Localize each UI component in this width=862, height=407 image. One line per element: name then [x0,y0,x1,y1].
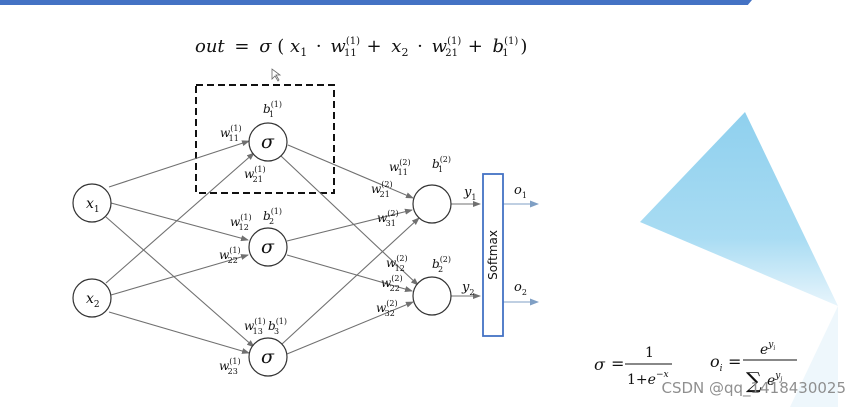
edge-x2-h2 [110,254,249,296]
weight-label-w12-1: w(1)12 [230,213,252,232]
output-node-2 [412,276,452,316]
bias-label-b2-1: b(1)2 [263,207,282,226]
output-node-1 [412,184,452,224]
edge-x1-h3 [105,216,255,348]
bias-label-b1-2: b(2)1 [432,155,451,174]
hidden-sigma-3: σ [261,346,275,368]
weight-label-w22-2: w(2)22 [381,274,403,293]
input-label-x1: x1 [86,196,100,215]
output-arrows [503,200,539,306]
bias-label-b3-1: b(1)3 [268,317,287,336]
weight-label-w21-2: w(2)21 [371,180,393,199]
weight-label-w23-1: w(1)23 [219,357,241,376]
svg-text:oi: oi [710,352,723,374]
weight-label-w32-2: w(2)32 [376,299,398,318]
hidden-sigma-1: σ [261,131,275,153]
bias-label-b2-2: b(2)2 [432,255,451,274]
input-node-x1 [72,183,112,223]
svg-text:∑: ∑ [746,369,762,394]
mouse-cursor-icon [271,68,282,82]
weight-label-w31-2: w(2)31 [377,209,399,228]
connections [105,140,481,355]
weight-label-w12-2: w(2)12 [386,254,408,273]
sigmoid-formula: σ = 1 1+e−x [594,345,672,388]
output-label-y1: y1 [463,185,476,202]
svg-text:=: = [611,354,624,373]
decorative-triangle [640,112,838,306]
top-accent-bar [0,0,746,5]
edge-h2-o1 [286,208,413,242]
softmax-box [482,173,504,337]
svg-text:eyi: eyi [760,340,775,358]
bias-label-b1-1: b(1)1 [263,100,282,119]
weight-label-w11-2: w(2)11 [389,158,411,177]
edge-h3-o1 [281,217,420,345]
decorative-triangle-lower [790,306,838,407]
hidden-node-1 [248,122,288,162]
svg-text:=: = [728,352,741,371]
output-label-o2: o2 [514,280,527,297]
input-node-x2 [72,278,112,318]
weight-label-w22-1: w(1)22 [219,246,241,265]
highlight-dashed-box [195,84,335,194]
weight-label-w21-1: w(1)21 [244,165,266,184]
softmax-formula: oi = eyi ∑ eyj [710,340,797,394]
output-label-o1: o1 [514,183,527,200]
softmax-label: Softmax [486,230,500,280]
output-formula: out = σ ( x1 · w(1)11 + x2 · w(1)21 + b(… [195,36,527,61]
svg-text:1: 1 [645,345,654,361]
edge-h2-o2 [286,254,413,292]
edge-h3-o2 [286,301,414,355]
edge-x1-h2 [110,202,249,242]
edge-x2-h1 [105,152,255,284]
svg-text:σ: σ [594,355,606,374]
edge-x2-h3 [108,311,250,354]
svg-text:1+e−x: 1+e−x [627,370,669,388]
weight-label-w11-1: w(1)11 [220,124,242,143]
edge-h1-o2 [280,155,419,286]
csdn-watermark: CSDN @qq_1418430025 [661,379,846,398]
svg-text:eyj: eyj [767,371,782,389]
hidden-node-2 [248,227,288,267]
hidden-node-3 [248,337,288,377]
input-label-x2: x2 [86,291,100,310]
hidden-sigma-2: σ [261,236,275,258]
weight-label-w13-1: w(1)13 [244,317,266,336]
edge-x1-h1 [108,140,250,188]
edge-h1-o1 [287,144,414,199]
output-label-y2: y2 [461,280,474,297]
